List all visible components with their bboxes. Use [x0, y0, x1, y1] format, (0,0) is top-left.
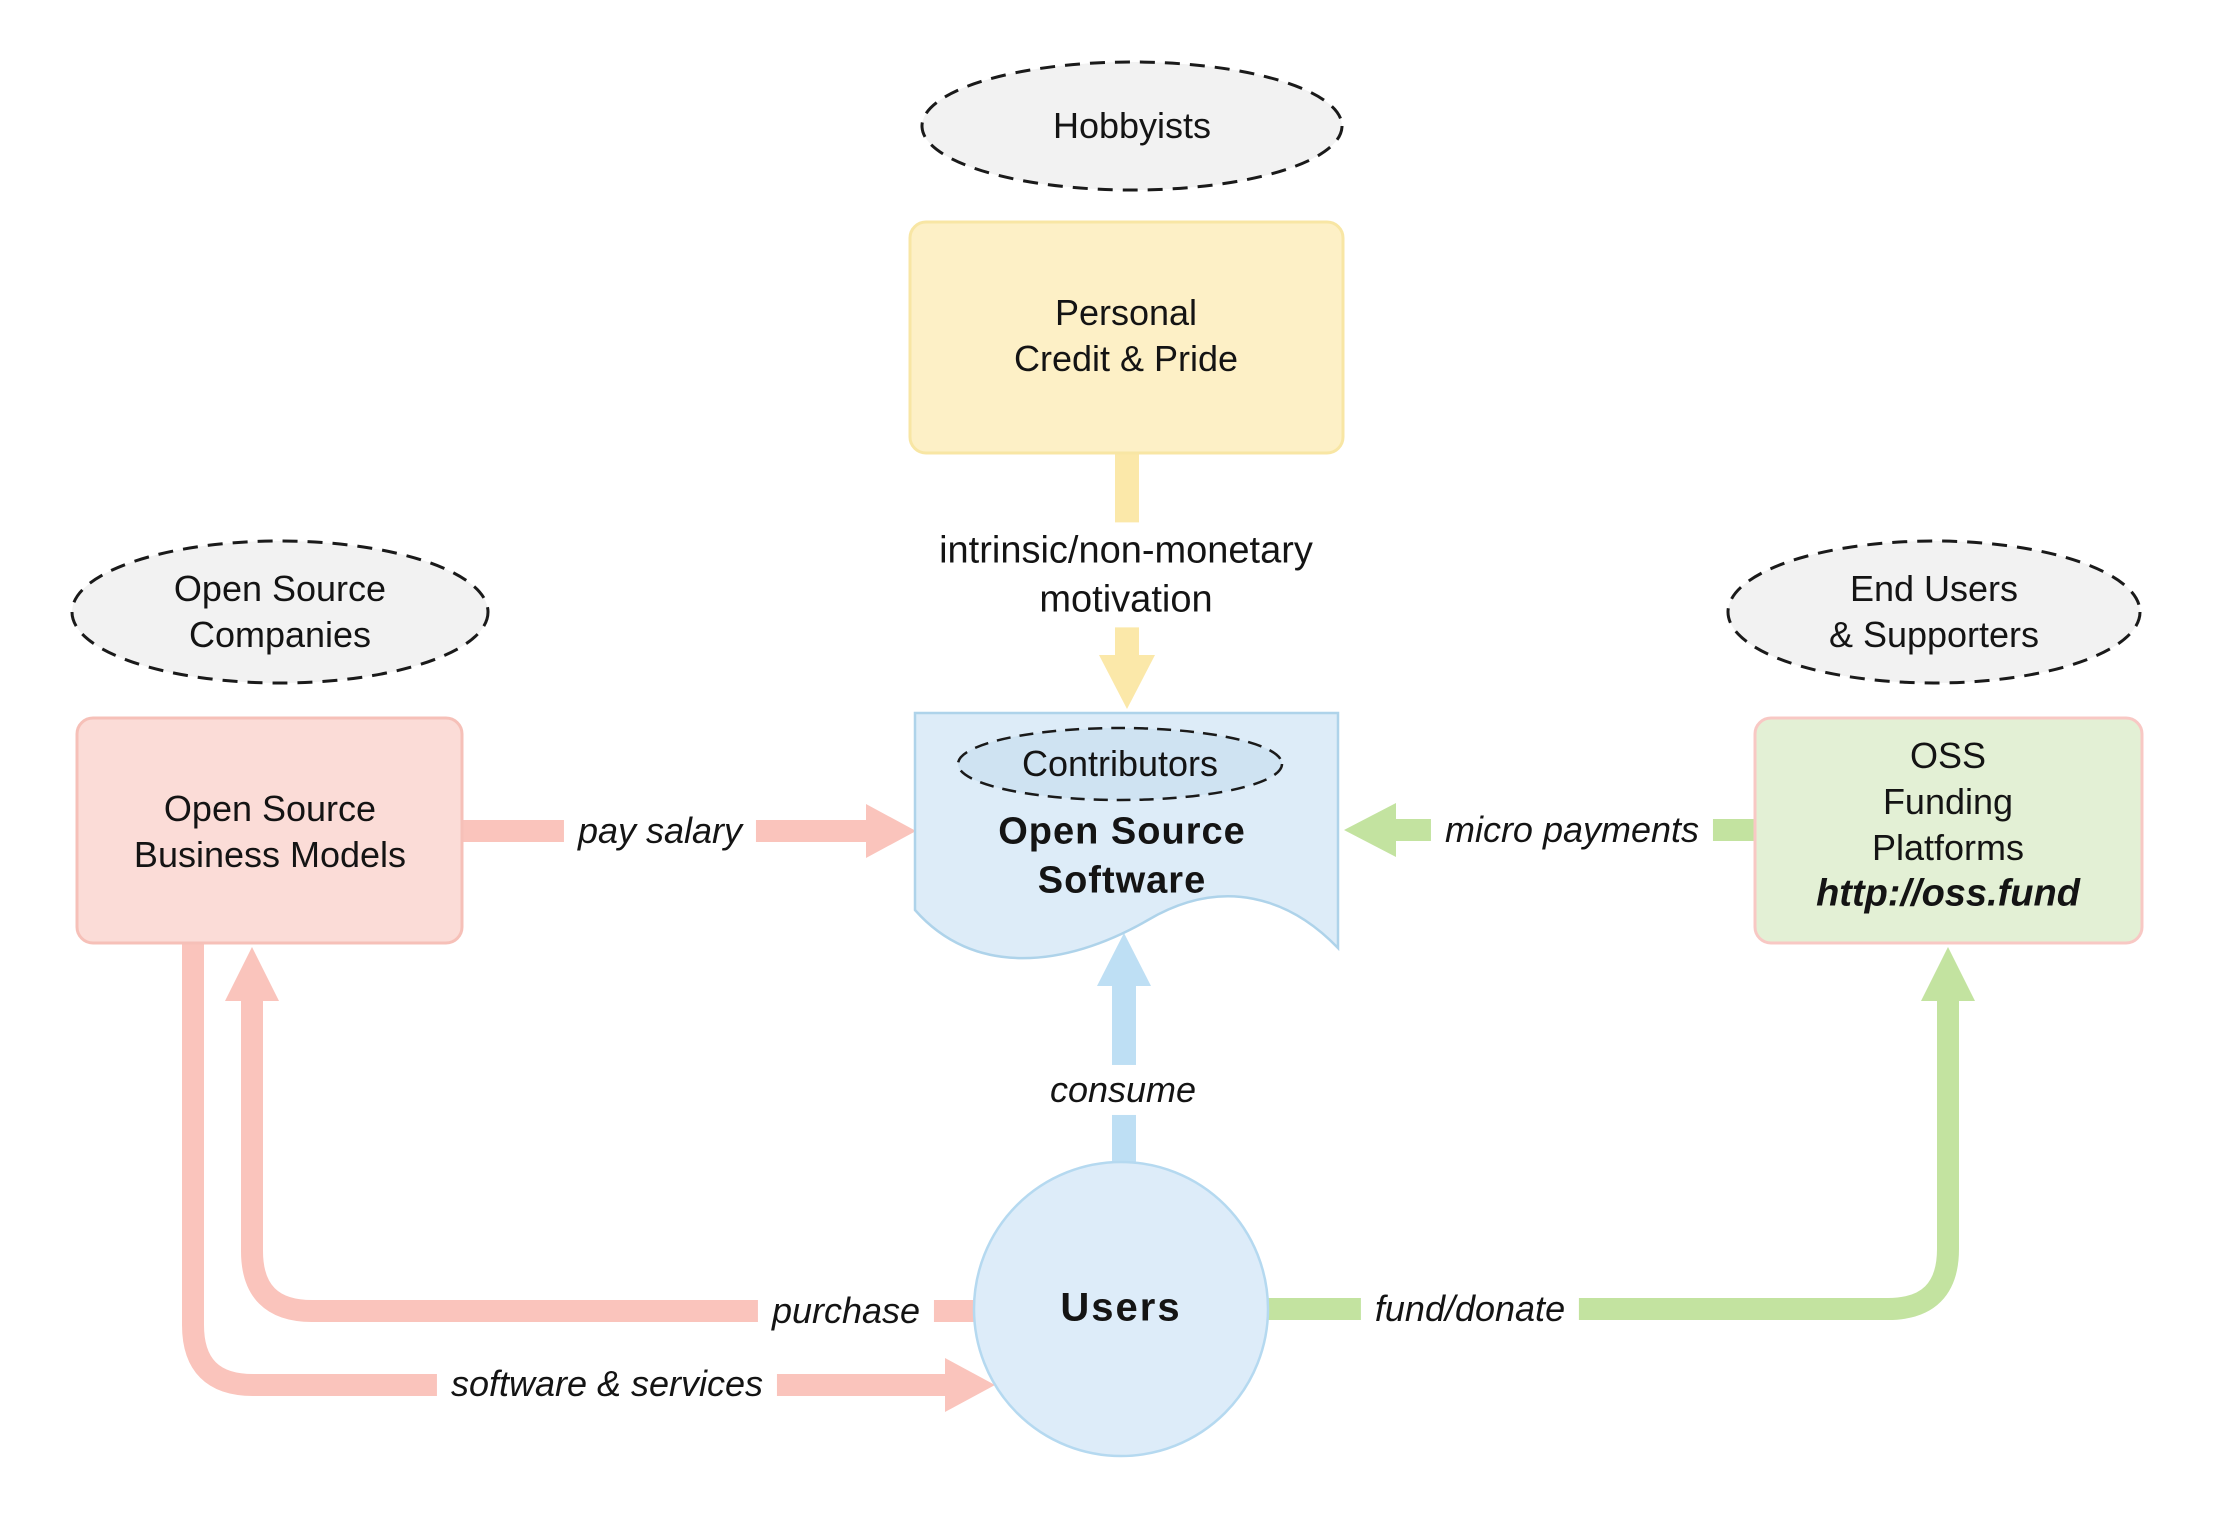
business-models-label: Open Source Business Models — [133, 787, 407, 875]
micro-payments-arrowhead-icon — [1344, 803, 1396, 857]
business-models-box — [75, 716, 464, 945]
contributors-ellipse — [956, 726, 1284, 802]
software-services-arrowhead-icon — [945, 1358, 995, 1412]
oss-fund-url: http://oss.fund — [1816, 872, 2080, 915]
oss-funding-platforms-label: OSS Funding Platforms — [1871, 734, 2025, 869]
open-source-companies-label: Open Source Companies — [173, 567, 387, 655]
open-source-software-label: Open Source Software — [998, 810, 1246, 901]
fund-donate-arrowhead-icon — [1921, 947, 1975, 1001]
software-services-edge-label: software & services — [436, 1358, 778, 1410]
purchase-arrowhead-icon — [225, 947, 279, 1001]
consume-arrowhead-icon — [1097, 933, 1151, 986]
users-label: Users — [1060, 1285, 1182, 1330]
purchase-arrow-line — [241, 1001, 975, 1322]
pay-salary-arrowhead-icon — [866, 804, 916, 858]
contributors-label: Contributors — [1021, 742, 1219, 784]
fund-donate-arrow-line — [1268, 1001, 1959, 1320]
personal-credit-box — [908, 220, 1345, 455]
micro-payments-edge-label: micro payments — [1430, 804, 1714, 856]
open-source-companies-ellipse — [70, 539, 490, 685]
software-services-arrow-line — [182, 943, 949, 1396]
end-users-supporters-ellipse — [1726, 539, 2142, 685]
pay-salary-edge-label: pay salary — [563, 805, 757, 857]
hobbyists-label: Hobbyists — [1052, 104, 1212, 146]
purchase-edge-label: purchase — [757, 1285, 935, 1337]
end-users-supporters-label: End Users & Supporters — [1828, 567, 2040, 655]
fund-donate-edge-label: fund/donate — [1360, 1283, 1580, 1335]
users-circle — [972, 1160, 1270, 1458]
hobbyists-ellipse — [920, 60, 1344, 192]
intrinsic-motivation-arrowhead-icon — [1099, 655, 1155, 709]
intrinsic-motivation-edge-label: intrinsic/non-monetary motivation — [921, 522, 1331, 628]
oss-funding-platforms-box — [1753, 716, 2144, 945]
personal-credit-label: Personal Credit & Pride — [1013, 291, 1239, 379]
consume-edge-label: consume — [1035, 1064, 1211, 1116]
